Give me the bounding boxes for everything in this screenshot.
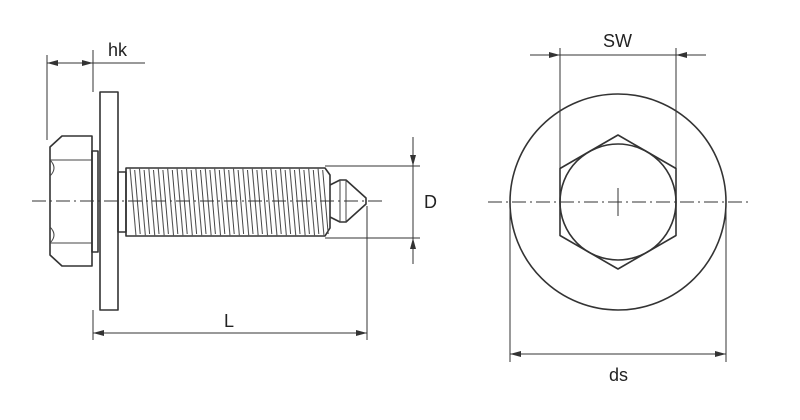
thread-root-line — [200, 169, 207, 235]
thread-root-line — [209, 169, 216, 235]
thread-crest-line — [195, 167, 203, 237]
thread-root-line — [284, 169, 292, 235]
thread-root-line — [162, 169, 169, 235]
thread-crest-line — [261, 167, 269, 237]
thread-crest-line — [204, 167, 212, 237]
thread-crest-line — [232, 167, 240, 237]
thread-crest-line — [157, 167, 165, 237]
thread-root-line — [256, 169, 263, 235]
thread-crest-line — [129, 167, 137, 237]
label-wrench-size: SW — [603, 31, 632, 51]
thread-crest-line — [148, 167, 156, 237]
dim-length: L — [92, 206, 368, 340]
thread-root-line — [153, 169, 160, 235]
thread-crest-line — [270, 167, 278, 237]
dim-wrench-size: SW — [530, 31, 706, 168]
thread-crest-line — [317, 167, 325, 237]
thread-crest-line — [251, 167, 259, 237]
hex-head-side — [49, 135, 93, 267]
thread-crest-line — [223, 167, 231, 237]
hex-head-front — [559, 134, 677, 270]
thread-crest-line — [167, 167, 175, 237]
thread-root-line — [171, 169, 179, 235]
thread-crest-line — [176, 167, 184, 237]
thread-root-line — [312, 169, 320, 235]
thread-root-line — [247, 169, 254, 235]
thread-crest-line — [308, 167, 316, 237]
dim-washer-diameter: ds — [509, 202, 727, 385]
front-view — [488, 93, 750, 311]
thread-crest-line — [279, 167, 287, 237]
thread-crest-line — [242, 167, 250, 237]
label-hk: hk — [108, 40, 128, 60]
label-thread-diameter: D — [424, 192, 437, 212]
label-length: L — [224, 311, 234, 331]
thread-root-line — [181, 169, 188, 235]
thread-root-line — [303, 169, 310, 235]
thread-crest-line — [185, 167, 193, 237]
dim-hk: hk — [46, 40, 145, 140]
thread-root-line — [265, 169, 273, 235]
thread-root-line — [237, 169, 245, 235]
side-view — [32, 91, 382, 311]
shank — [117, 171, 127, 233]
thread-root-line — [190, 169, 198, 235]
thread-root-line — [228, 169, 235, 235]
thread-root-line — [143, 169, 151, 235]
thread-root-line — [134, 169, 141, 235]
thread-crest-line — [214, 167, 222, 237]
thread-root-line — [218, 169, 226, 235]
thread-crest-line — [298, 167, 306, 237]
pilot-point — [329, 179, 367, 223]
thread-crest-line — [289, 167, 297, 237]
label-washer-diameter: ds — [609, 365, 628, 385]
dim-thread-diameter: D — [325, 137, 437, 264]
thread-crest-line — [138, 167, 146, 237]
thread-root-line — [322, 169, 329, 235]
thread-root-line — [275, 169, 282, 235]
thread-body — [125, 167, 331, 237]
thread-root-line — [294, 169, 301, 235]
